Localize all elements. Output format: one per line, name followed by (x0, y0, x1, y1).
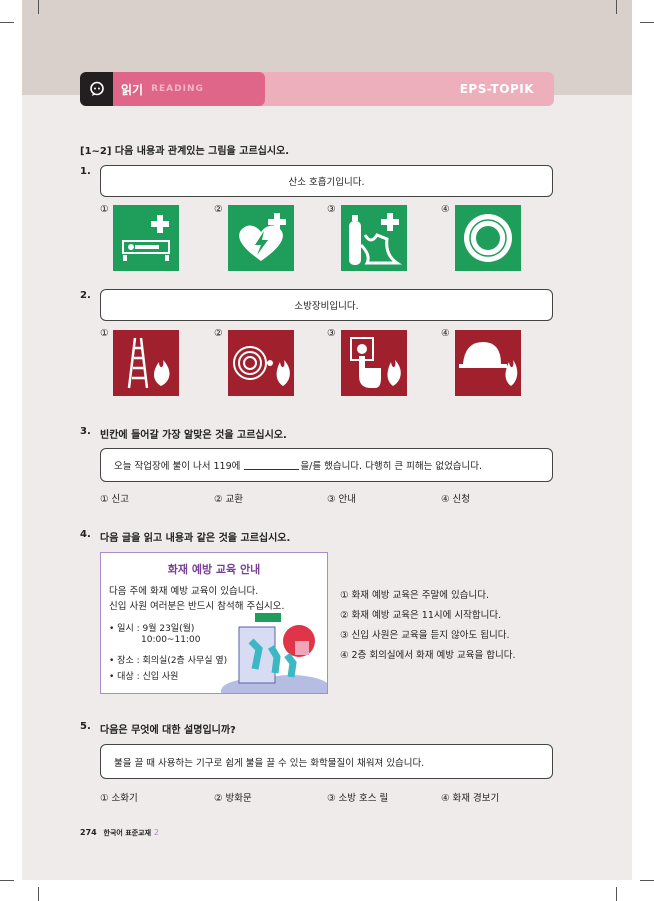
question-text: 불을 끌 때 사용하는 기구로 쉽게 불을 끌 수 있는 화학물질이 채워져 있… (114, 757, 425, 769)
page-footer: 274 한국어 표준교재 2 (80, 828, 159, 838)
question-number: 2. (80, 290, 91, 301)
question-title: 빈칸에 들어갈 가장 알맞은 것을 고르십시오. (100, 430, 287, 441)
brand-label: EPS-TOPIK (459, 82, 534, 96)
defibrillator-sign-icon[interactable] (228, 205, 294, 271)
option-2[interactable]: ② 방화문 (214, 793, 252, 804)
fire-alarm-button-sign-icon[interactable] (341, 330, 407, 396)
crop-mark (616, 0, 617, 14)
notice-line: 신입 사원 여러분은 반드시 참석해 주십시오. (109, 601, 285, 612)
question-box: 소방장비입니다. (100, 289, 553, 321)
option-4[interactable]: ④ 신청 (441, 494, 471, 505)
option-4[interactable]: ④ 2층 회의실에서 화재 예방 교육을 합니다. (340, 650, 516, 661)
evacuation-illustration (221, 613, 327, 693)
option-marker[interactable]: ③ (327, 204, 336, 215)
option-1[interactable]: ① 화재 예방 교육은 주말에 있습니다. (340, 590, 489, 601)
notice-target: • 대상 : 신입 사원 (109, 672, 179, 682)
option-1[interactable]: ① 소화기 (100, 793, 138, 804)
stretcher-sign-icon[interactable] (113, 205, 179, 271)
fire-helmet-sign-icon[interactable] (455, 330, 521, 396)
option-marker[interactable]: ① (100, 328, 109, 339)
crop-mark (640, 880, 654, 881)
crop-mark (38, 887, 39, 901)
page (22, 0, 632, 880)
option-marker[interactable]: ① (100, 204, 109, 215)
option-3[interactable]: ③ 신입 사원은 교육을 듣지 않아도 됩니다. (340, 630, 510, 641)
question-text: 산소 호흡기입니다. (288, 177, 365, 188)
notice-date: • 일시 : 9월 23일(월) (109, 624, 195, 634)
crop-mark (0, 22, 14, 23)
notice-title: 화재 예방 교육 안내 (167, 563, 261, 576)
fire-hose-sign-icon[interactable] (228, 330, 294, 396)
option-2[interactable]: ② 화재 예방 교육은 11시에 시작합니다. (340, 610, 502, 621)
question-number: 3. (80, 426, 91, 437)
option-marker[interactable]: ④ (441, 204, 450, 215)
question-title: 다음은 무엇에 대한 설명입니까? (100, 725, 236, 736)
option-3[interactable]: ③ 안내 (327, 494, 357, 505)
notice-line: 다음 주에 화재 예방 교육이 있습니다. (109, 586, 259, 597)
crop-mark (640, 22, 654, 23)
book-title: 한국어 표준교재 (103, 829, 152, 837)
speech-bubble-icon (80, 72, 114, 106)
question-number: 1. (80, 166, 91, 177)
question-box: 불을 끌 때 사용하는 기구로 쉽게 불을 끌 수 있는 화학물질이 채워져 있… (100, 744, 553, 779)
question-title: 다음 글을 읽고 내용과 같은 것을 고르십시오. (100, 533, 291, 544)
notice-time: 10:00~11:00 (141, 635, 201, 645)
sentence-start: 오늘 작업장에 불이 나서 119에 (114, 461, 241, 472)
question-box: 산소 호흡기입니다. (100, 165, 553, 197)
crop-mark (0, 880, 14, 881)
volume-number: 2 (153, 828, 159, 837)
option-3[interactable]: ③ 소방 호스 릴 (327, 793, 389, 804)
section-title: 읽기 (121, 82, 144, 97)
section-subtitle: READING (151, 84, 204, 94)
crop-mark (38, 0, 39, 14)
question-number: 5. (80, 721, 91, 732)
question-number: 4. (80, 529, 91, 540)
crop-mark (616, 887, 617, 901)
notice-place: • 장소 : 회의실(2층 사무실 옆) (109, 656, 228, 666)
notice-card: 화재 예방 교육 안내 다음 주에 화재 예방 교육이 있습니다. 신입 사원 … (100, 552, 328, 694)
option-2[interactable]: ② 교환 (214, 494, 244, 505)
instruction: [1~2] 다음 내용과 관계있는 그림을 고르십시오. (80, 146, 290, 157)
option-4[interactable]: ④ 화재 경보기 (441, 793, 500, 804)
section-tab: 읽기 READING (113, 72, 265, 106)
oxygen-respirator-sign-icon[interactable] (341, 205, 407, 271)
life-ring-sign-icon[interactable] (455, 205, 521, 271)
question-box: 오늘 작업장에 불이 나서 119에 을/를 했습니다. 다행히 큰 피해는 없… (100, 448, 553, 482)
brand-banner: EPS-TOPIK (258, 72, 554, 106)
option-marker[interactable]: ② (214, 204, 223, 215)
option-1[interactable]: ① 신고 (100, 494, 130, 505)
answer-blank (244, 460, 300, 470)
option-marker[interactable]: ③ (327, 328, 336, 339)
sentence-end: 을/를 했습니다. 다행히 큰 피해는 없었습니다. (300, 461, 483, 472)
fire-ladder-sign-icon[interactable] (113, 330, 179, 396)
option-marker[interactable]: ② (214, 328, 223, 339)
option-marker[interactable]: ④ (441, 328, 450, 339)
page-number: 274 (80, 828, 97, 837)
question-text: 소방장비입니다. (294, 301, 359, 312)
